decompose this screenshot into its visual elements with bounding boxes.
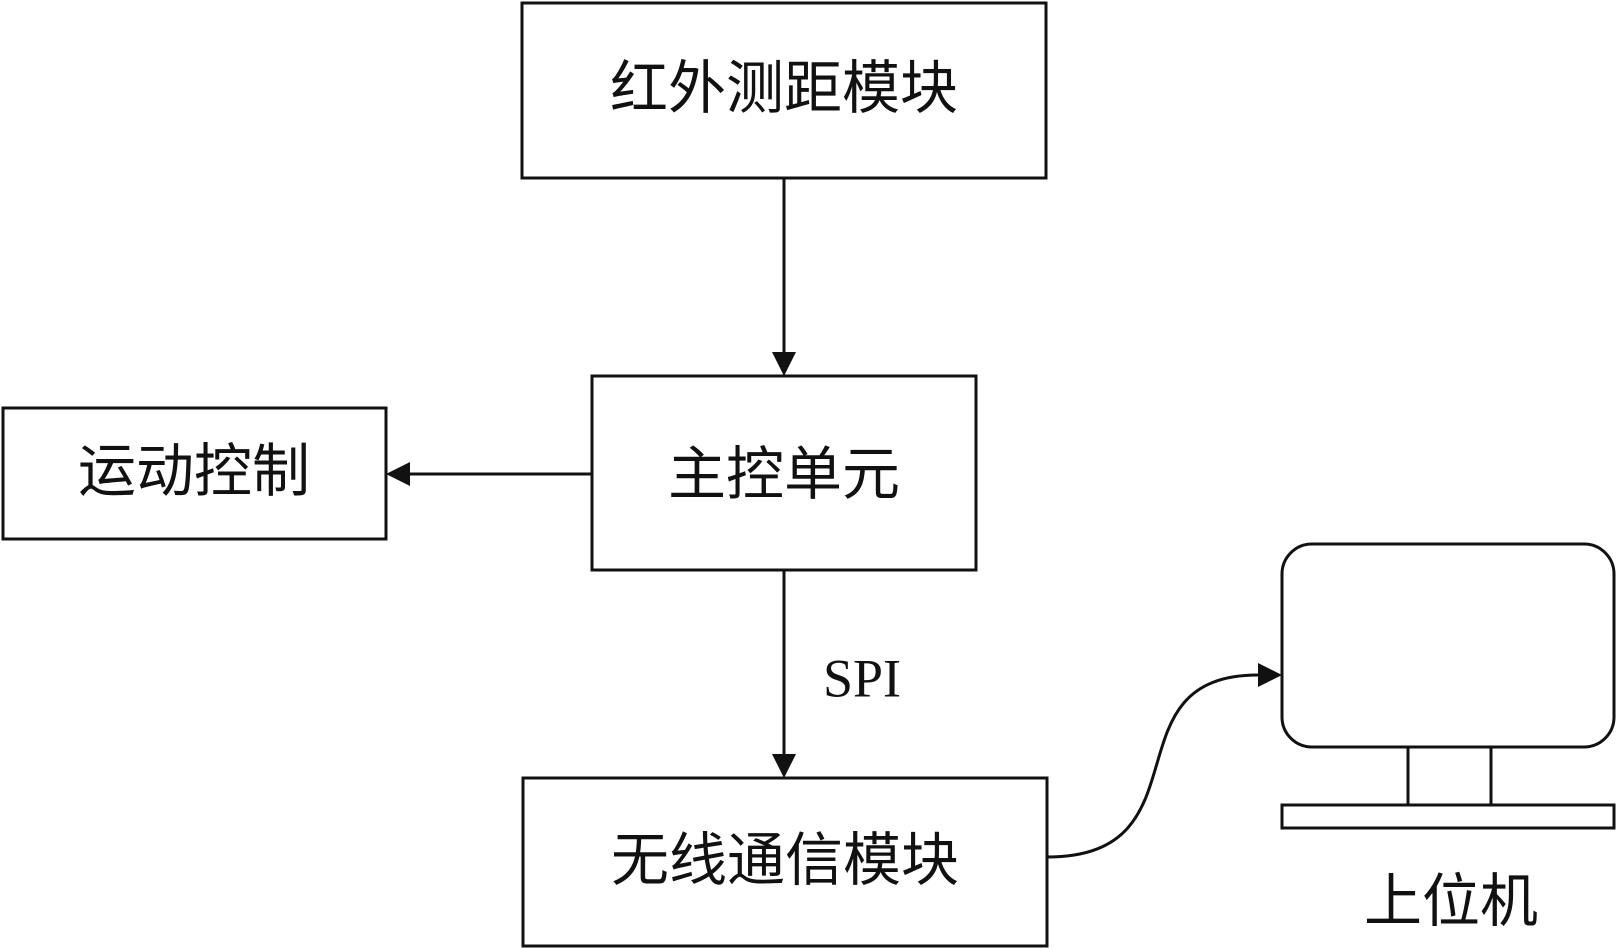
motion-control-label: 运动控制 — [78, 437, 310, 505]
host-computer-node: 上位机 — [1280, 542, 1616, 935]
edge-main-to-wireless-arrowhead — [772, 754, 796, 778]
wireless-module-label: 无线通信模块 — [611, 826, 959, 894]
wireless-module-box — [521, 776, 1049, 948]
edge-main-to-wireless: SPI — [772, 570, 901, 778]
monitor-base — [1280, 803, 1616, 830]
main-unit-node: 主控单元 — [590, 374, 978, 572]
infrared-module-label: 红外测距模块 — [610, 54, 958, 122]
infrared-module-node: 红外测距模块 — [520, 1, 1048, 180]
edge-infrared-to-main — [772, 178, 796, 376]
main-unit-label: 主控单元 — [668, 440, 900, 508]
wireless-module-node: 无线通信模块 — [521, 776, 1049, 948]
motion-control-box — [1, 406, 388, 541]
edge-wireless-to-host — [1046, 663, 1282, 859]
edge-wireless-to-host-curve — [1046, 673, 1259, 859]
edge-infrared-to-main-arrowhead — [772, 352, 796, 376]
edge-wireless-to-host-arrowhead — [1258, 663, 1282, 687]
main-unit-box — [590, 374, 978, 572]
edge-spi-label: SPI — [823, 648, 901, 708]
monitor-screen — [1280, 542, 1616, 749]
infrared-module-box — [520, 1, 1048, 180]
motion-control-node: 运动控制 — [1, 406, 388, 541]
edge-main-to-motion — [386, 462, 592, 486]
computer-monitor-icon — [1280, 542, 1616, 830]
host-computer-label: 上位机 — [1364, 867, 1538, 935]
edge-main-to-motion-arrowhead — [386, 462, 410, 486]
